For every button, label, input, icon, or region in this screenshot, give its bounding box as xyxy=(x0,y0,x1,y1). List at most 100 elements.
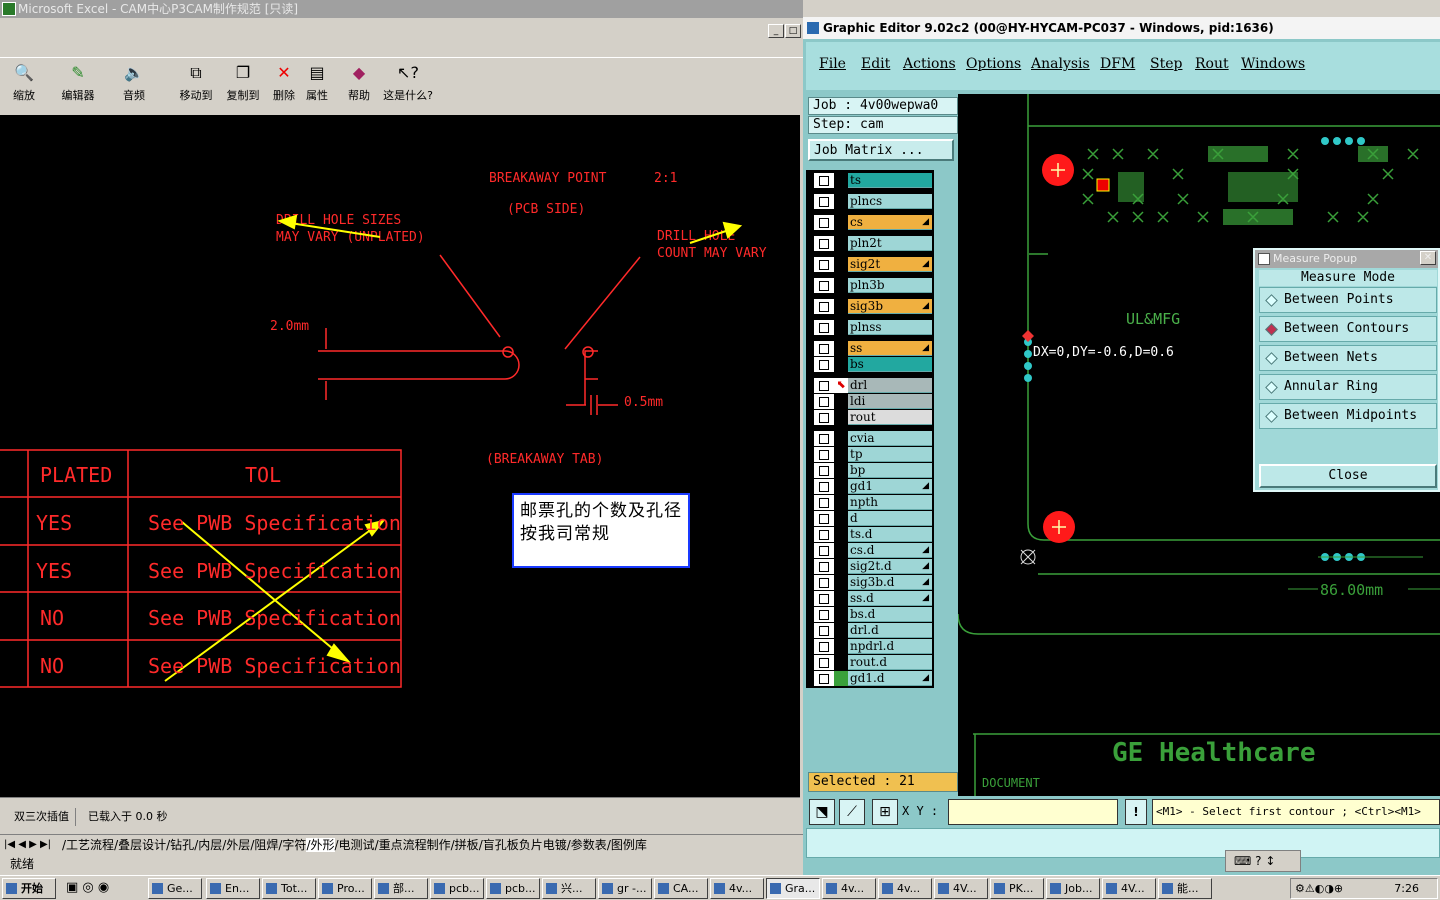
snap-tool-icon[interactable]: ⬔ xyxy=(809,799,835,825)
layer-checkbox[interactable] xyxy=(814,215,834,230)
sheet-tab[interactable]: /内层 xyxy=(194,838,223,852)
layer-ts-d[interactable]: ts.d xyxy=(814,527,932,542)
layer-checkbox[interactable] xyxy=(814,394,834,409)
layer-checkbox[interactable] xyxy=(814,236,834,251)
copy-to-button[interactable]: ❐复制到 xyxy=(226,63,260,102)
menu-rout[interactable]: Rout xyxy=(1195,56,1229,72)
sheet-tab[interactable]: /阻焊 xyxy=(250,838,279,852)
layer-sig2t[interactable]: sig2t◢ xyxy=(814,257,932,272)
layer-checkbox[interactable] xyxy=(814,559,834,574)
layer-sig3b-d[interactable]: sig3b.d◢ xyxy=(814,575,932,590)
measure-popup-title-bar[interactable]: Measure Popup ✕ xyxy=(1255,250,1438,268)
excel-restore-button[interactable]: □ xyxy=(785,24,801,38)
layer-cvia[interactable]: cvia xyxy=(814,431,932,446)
layer-tp[interactable]: tp xyxy=(814,447,932,462)
taskbar-item[interactable]: 4v... xyxy=(878,878,932,899)
layer-bs[interactable]: bs xyxy=(814,357,932,372)
input-method-bar[interactable]: ⌨ ? ↕ xyxy=(1225,850,1301,872)
layer-checkbox[interactable] xyxy=(814,173,834,188)
taskbar-item[interactable]: 4v... xyxy=(710,878,764,899)
alert-icon[interactable]: ! xyxy=(1125,799,1147,825)
taskbar-item[interactable]: En... xyxy=(206,878,260,899)
sheet-tab[interactable]: /图例库 xyxy=(606,838,647,852)
menu-dfm[interactable]: DFM xyxy=(1100,56,1136,72)
menu-analysis[interactable]: Analysis xyxy=(1031,56,1090,72)
sheet-tab[interactable]: /字符 xyxy=(278,838,307,852)
layer-cs[interactable]: cs◢ xyxy=(814,215,932,230)
layer-plnss[interactable]: plnss xyxy=(814,320,932,335)
taskbar-item[interactable]: 4V... xyxy=(934,878,988,899)
delete-button[interactable]: ✕删除 xyxy=(273,63,295,102)
layer-checkbox[interactable] xyxy=(814,341,834,356)
layer-bp[interactable]: bp xyxy=(814,463,932,478)
layer-checkbox[interactable] xyxy=(814,671,834,686)
sheet-tab[interactable]: /叠层设计 xyxy=(114,838,167,852)
layer-cs-d[interactable]: cs.d◢ xyxy=(814,543,932,558)
option-between-contours[interactable]: Between Contours xyxy=(1259,316,1437,342)
taskbar-item[interactable]: pcb... xyxy=(486,878,540,899)
menu-actions[interactable]: Actions xyxy=(903,56,956,72)
layer-gd1-d[interactable]: gd1.d◢ xyxy=(814,671,932,686)
layer-rout[interactable]: rout xyxy=(814,410,932,425)
layer-checkbox[interactable] xyxy=(814,527,834,542)
sheet-tab-active[interactable]: /外形 xyxy=(306,838,335,852)
menu-options[interactable]: Options xyxy=(966,56,1022,72)
layer-ss-d[interactable]: ss.d◢ xyxy=(814,591,932,606)
layer-checkbox[interactable] xyxy=(814,357,834,372)
excel-title-bar[interactable]: Microsoft Excel - CAM中心P3CAM制作规范 [只读] xyxy=(0,0,803,18)
quicklaunch-icons[interactable]: ▣ ◎ ◉ xyxy=(66,880,110,895)
layer-checkbox[interactable] xyxy=(814,278,834,293)
layer-checkbox[interactable] xyxy=(814,591,834,606)
taskbar-item[interactable]: Ge... xyxy=(148,878,202,899)
taskbar-item[interactable]: 兴... xyxy=(542,878,596,899)
editor-button[interactable]: ✎编辑器 xyxy=(61,63,95,102)
start-button[interactable]: 开始 xyxy=(2,878,56,899)
ge-title-bar[interactable]: Graphic Editor 9.02c2 (00@HY-HYCAM-PC037… xyxy=(803,17,1440,39)
taskbar-item[interactable]: Job... xyxy=(1046,878,1100,899)
layer-rout-d[interactable]: rout.d xyxy=(814,655,932,670)
layer-sig2t-d[interactable]: sig2t.d◢ xyxy=(814,559,932,574)
xy-input[interactable] xyxy=(948,799,1118,825)
layer-checkbox[interactable] xyxy=(814,623,834,638)
layer-ldi[interactable]: ldi xyxy=(814,394,932,409)
layer-checkbox[interactable] xyxy=(814,299,834,314)
layer-checkbox[interactable] xyxy=(814,463,834,478)
properties-button[interactable]: ▤属性 xyxy=(306,63,328,102)
layer-pln3b[interactable]: pln3b xyxy=(814,278,932,293)
layer-pln2t[interactable]: pln2t xyxy=(814,236,932,251)
measure-close-button[interactable]: Close xyxy=(1259,464,1437,488)
layer-checkbox[interactable] xyxy=(814,257,834,272)
layer-d[interactable]: d xyxy=(814,511,932,526)
grid-tool-icon[interactable]: ⊞ xyxy=(872,799,898,825)
layer-checkbox[interactable] xyxy=(814,655,834,670)
layer-checkbox[interactable] xyxy=(814,607,834,622)
taskbar-item[interactable]: PK... xyxy=(990,878,1044,899)
taskbar-item[interactable]: 能... xyxy=(1158,878,1212,899)
ge-command-line[interactable] xyxy=(806,828,1440,858)
layer-checkbox[interactable] xyxy=(814,479,834,494)
layer-bs-d[interactable]: bs.d xyxy=(814,607,932,622)
job-matrix-button[interactable]: Job Matrix ... xyxy=(808,139,954,161)
help-button[interactable]: ◆帮助 xyxy=(348,63,370,102)
layer-npdrl-d[interactable]: npdrl.d xyxy=(814,639,932,654)
sheet-tab[interactable]: /参数表 xyxy=(566,838,607,852)
popup-close-icon[interactable]: ✕ xyxy=(1420,251,1436,265)
option-between-midpoints[interactable]: Between Midpoints xyxy=(1259,403,1437,429)
option-between-nets[interactable]: Between Nets xyxy=(1259,345,1437,371)
layer-checkbox[interactable] xyxy=(814,511,834,526)
taskbar-item[interactable]: 部... xyxy=(374,878,428,899)
excel-minimize-button[interactable]: _ xyxy=(768,24,784,38)
whats-this-button[interactable]: ↖?这是什么? xyxy=(383,63,433,102)
sheet-tab[interactable]: /拼板 xyxy=(450,838,479,852)
option-between-points[interactable]: Between Points xyxy=(1259,287,1437,313)
taskbar-item[interactable]: Gra... xyxy=(766,878,820,899)
layer-ts[interactable]: ts xyxy=(814,173,932,188)
layer-checkbox[interactable] xyxy=(814,378,834,393)
audio-button[interactable]: 🔈音频 xyxy=(123,63,145,102)
menu-file[interactable]: File xyxy=(819,56,846,72)
layer-drl[interactable]: ⬉drl xyxy=(814,378,932,393)
option-annular-ring[interactable]: Annular Ring xyxy=(1259,374,1437,400)
sheet-tab[interactable]: /重点流程制作 xyxy=(374,838,451,852)
taskbar-item[interactable]: Pro... xyxy=(318,878,372,899)
taskbar-item[interactable]: 4V... xyxy=(1102,878,1156,899)
